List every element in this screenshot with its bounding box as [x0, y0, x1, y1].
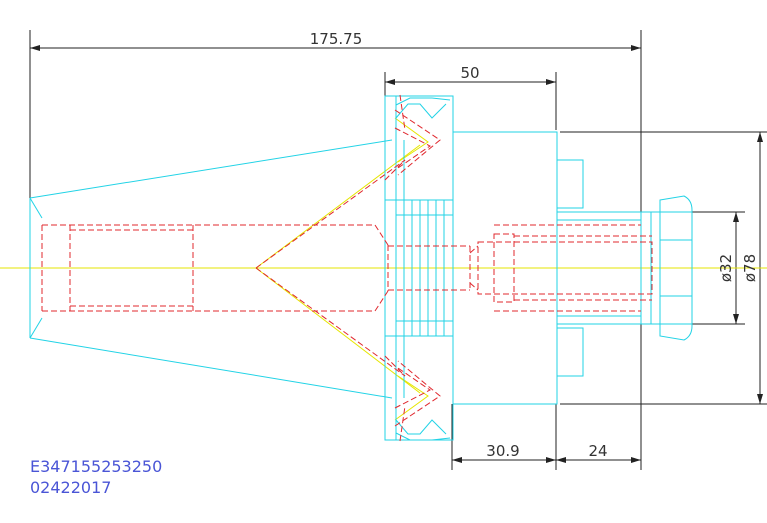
- dimension-flange-width: 50: [460, 64, 479, 82]
- center-lines: [0, 117, 767, 421]
- hidden-lines: [41, 94, 653, 442]
- dimension-lines: [29, 30, 767, 470]
- dimension-body-length: 30.9: [486, 442, 519, 460]
- dimension-overall-length: 175.75: [310, 30, 363, 48]
- dimension-large-diameter: ø78: [741, 254, 759, 282]
- dimension-shaft-length: 24: [588, 442, 607, 460]
- part-code-line2: 02422017: [30, 478, 111, 497]
- dimension-small-diameter: ø32: [717, 254, 735, 282]
- part-code-line1: E347155253250: [30, 457, 162, 476]
- part-outline: [29, 95, 693, 441]
